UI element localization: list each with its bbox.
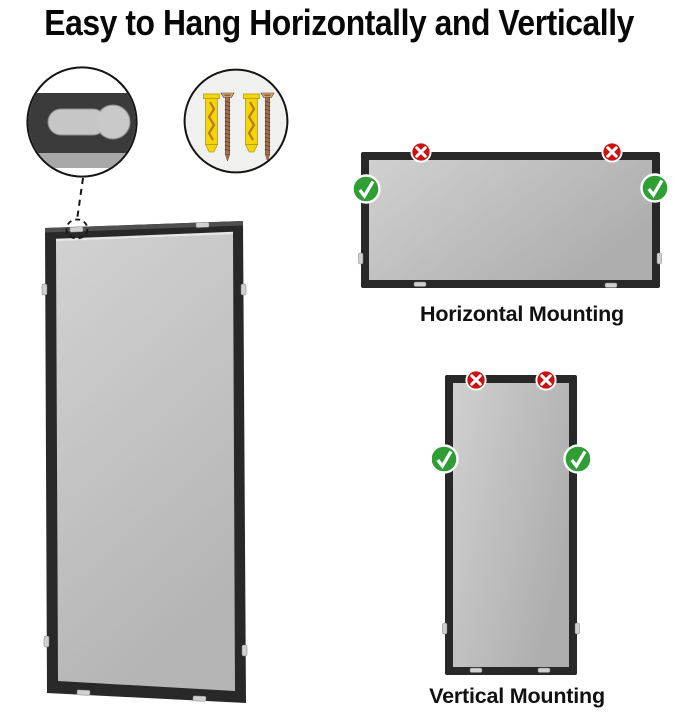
cross-icon bbox=[409, 143, 433, 164]
vertical-frame bbox=[432, 368, 590, 675]
frame-edge-band bbox=[28, 153, 136, 168]
page-title: Easy to Hang Horizontally and Vertically bbox=[0, 0, 679, 50]
cross-icon bbox=[464, 368, 488, 392]
keyhole-slot-icon bbox=[26, 66, 138, 178]
callout-connector bbox=[58, 170, 102, 250]
check-icon bbox=[432, 443, 460, 475]
mirror-back-view bbox=[41, 221, 248, 703]
dashed-highlight-circle bbox=[65, 218, 89, 240]
dashed-connector-icon bbox=[65, 177, 89, 240]
dashed-line bbox=[76, 177, 84, 221]
frame-clips bbox=[442, 622, 580, 673]
check-icon bbox=[352, 173, 382, 205]
frame-panel bbox=[453, 383, 569, 667]
vertical-mounting-figure bbox=[432, 366, 590, 684]
cross-icon bbox=[534, 368, 558, 392]
panel-top-highlight bbox=[55, 231, 234, 242]
mirror-back-illustration bbox=[35, 215, 255, 711]
vertical-mounting-label: Vertical Mounting bbox=[429, 684, 605, 708]
horizontal-frame bbox=[352, 143, 668, 288]
check-icon bbox=[562, 443, 590, 475]
page-title-text: Easy to Hang Horizontally and Vertically bbox=[44, 2, 635, 43]
frame-panel bbox=[369, 160, 652, 280]
mirror-back-panel bbox=[56, 234, 235, 691]
anchors-screws-icon bbox=[183, 68, 289, 174]
mirror-frame-top-face bbox=[45, 221, 243, 233]
frame-clips bbox=[358, 252, 662, 288]
keyhole-cutout bbox=[47, 104, 131, 140]
horizontal-mounting-figure bbox=[352, 143, 668, 299]
cross-icon bbox=[600, 143, 624, 164]
mirror-clips bbox=[41, 222, 248, 702]
callout-circle-border bbox=[183, 68, 289, 174]
hardware-detail-callout bbox=[183, 68, 289, 174]
horizontal-mounting-label: Horizontal Mounting bbox=[420, 302, 624, 326]
keyhole-detail-callout bbox=[26, 66, 138, 178]
check-icon bbox=[639, 172, 668, 204]
